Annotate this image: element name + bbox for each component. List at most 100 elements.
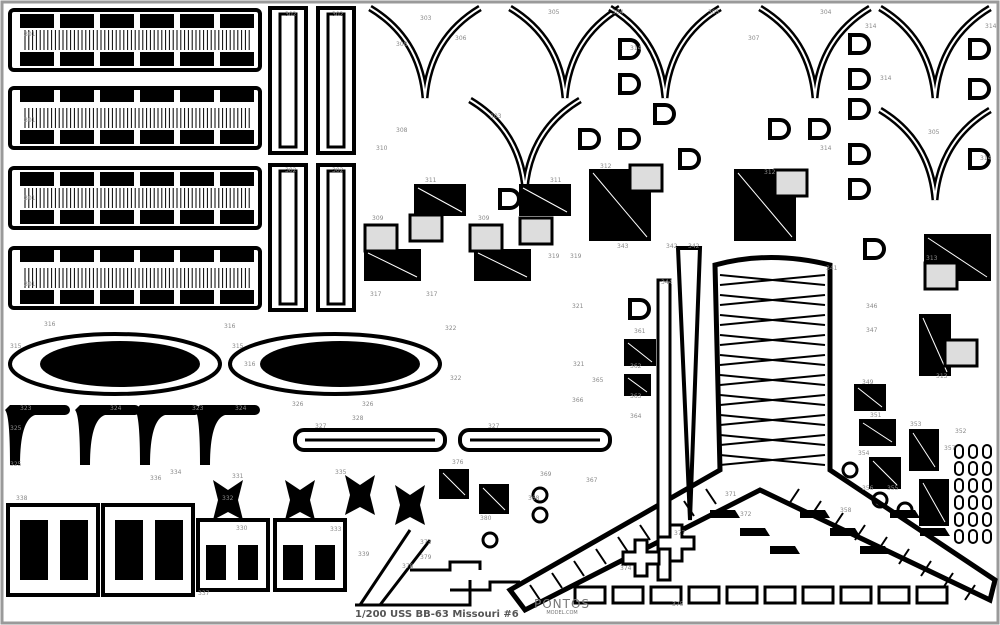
crane-strut	[573, 560, 585, 577]
platform-panel	[206, 545, 226, 580]
crane-strut	[705, 488, 717, 505]
vertical-ladder-rail	[326, 169, 346, 306]
part-number-label: 380	[480, 515, 492, 522]
part-number-label: 310	[376, 145, 388, 152]
chain-link	[968, 495, 978, 510]
ladder-plate	[220, 88, 254, 102]
part-number-label: 325	[10, 461, 22, 468]
gun-barrel	[770, 546, 800, 554]
part-number-label: 305	[708, 9, 720, 16]
ladder-plate	[140, 248, 174, 262]
clip-part	[848, 98, 871, 120]
crane-strut	[529, 584, 541, 601]
clip-part	[968, 38, 991, 60]
part-number-label: 324	[235, 405, 247, 412]
gun-mount	[877, 585, 911, 605]
part-number-label: 325	[10, 425, 22, 432]
part-number-label: 332	[222, 495, 234, 502]
part-number-label: 312	[600, 163, 612, 170]
ladder-plate	[20, 290, 54, 304]
gun-barrel	[830, 528, 860, 536]
star-bracket	[213, 480, 243, 520]
ladder-plate	[220, 210, 254, 224]
part-number-label: 305	[928, 129, 940, 136]
ladder-plate	[100, 88, 134, 102]
part-number-label: 301	[24, 117, 36, 124]
clip-part	[678, 148, 701, 170]
part-number-label: 316	[224, 323, 236, 330]
crane-strut	[719, 294, 826, 306]
vertical-ladder-rail	[278, 12, 298, 149]
crane-strut	[719, 334, 826, 346]
ladder-plate	[20, 52, 54, 66]
gun-mount	[763, 585, 797, 605]
part-number-label: 303	[420, 15, 432, 22]
part-number-label: 311	[425, 177, 437, 184]
crane-strut	[719, 434, 826, 446]
chain-link	[982, 529, 992, 544]
clip-part	[863, 238, 886, 260]
curved-bracket	[195, 405, 260, 465]
ladder-plate	[140, 130, 174, 144]
part-number-label: 314	[980, 155, 992, 162]
part-number-label: 368	[528, 495, 540, 502]
round-part	[896, 501, 914, 519]
pontos-logo: PONTOS MODEL.COM	[534, 598, 590, 616]
ladder-plate	[100, 290, 134, 304]
part-number-label: 363	[630, 393, 642, 400]
door-panel	[155, 520, 183, 580]
part-number-label: 312	[764, 169, 776, 176]
part-number-label: 339	[358, 551, 370, 558]
gun-mount	[649, 585, 683, 605]
part-number-label: 323	[192, 405, 204, 412]
star-bracket	[345, 475, 375, 515]
part-number-label: 351	[870, 412, 882, 419]
part-number-label: 336	[150, 475, 162, 482]
part-number-label: 324	[110, 405, 122, 412]
round-part	[871, 491, 889, 509]
part-number-label: 364	[630, 413, 642, 420]
ladder-plate	[180, 172, 214, 186]
part-number-label: 346	[866, 303, 878, 310]
part-number-label: 314	[630, 45, 642, 52]
gun-barrel	[800, 510, 830, 518]
hatch-detail	[417, 187, 463, 213]
y-frame-inner	[469, 99, 581, 191]
clip-part	[848, 143, 871, 165]
hatch-detail	[477, 252, 528, 278]
clip-part	[848, 68, 871, 90]
part-number-label: 319	[570, 253, 582, 260]
ladder-plate	[220, 130, 254, 144]
part-number-label: 313	[926, 255, 938, 262]
crane-strut	[719, 314, 826, 326]
part-number-label: 309	[372, 215, 384, 222]
chain-link	[954, 461, 964, 476]
ladder-plate	[180, 290, 214, 304]
gun-mount	[915, 585, 949, 605]
crane-strut	[551, 572, 563, 589]
part-number-label: 352	[955, 428, 967, 435]
clip-part	[618, 128, 641, 150]
part-number-label: 334	[170, 469, 182, 476]
part-number-label: 302	[285, 167, 297, 174]
part-number-label: 367	[586, 477, 598, 484]
part-number-label: 315	[232, 343, 244, 350]
part-number-label: 377	[674, 530, 686, 537]
mesh-grille	[468, 223, 504, 253]
round-part	[531, 486, 549, 504]
part-number-label: 322	[445, 325, 457, 332]
part-number-label: 338	[16, 495, 28, 502]
gun-barrel	[920, 528, 950, 536]
crane-strut	[854, 524, 866, 541]
chain-link	[982, 444, 992, 459]
star-bracket	[395, 485, 425, 525]
y-frame-inner	[759, 7, 871, 99]
ladder-plate	[180, 52, 214, 66]
clip-part	[968, 148, 991, 170]
hatch-detail	[862, 422, 893, 443]
round-part	[841, 461, 859, 479]
part-number-label: 314	[820, 145, 832, 152]
vertical-ladder	[268, 6, 308, 155]
door-panel	[60, 520, 88, 580]
